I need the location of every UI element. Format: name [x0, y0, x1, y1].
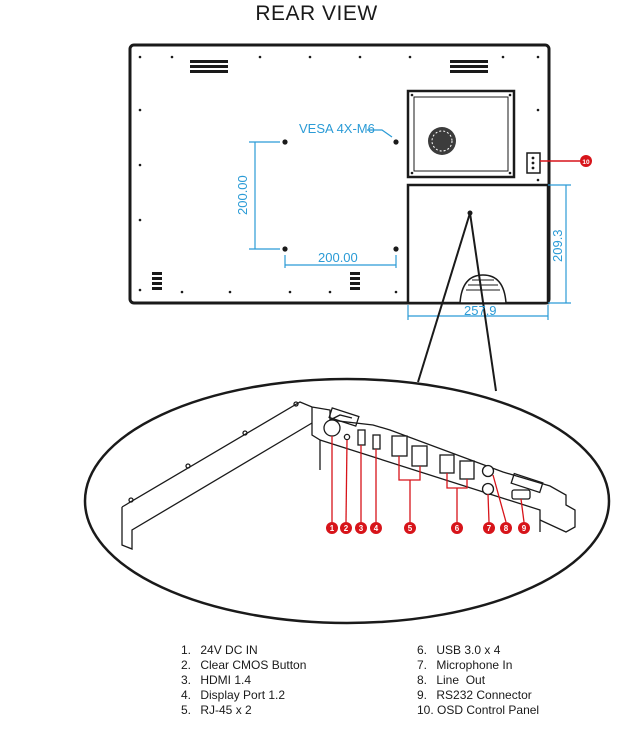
dim-horizontal-bottom: 200.00 — [318, 250, 358, 265]
callout-marker-9 — [518, 522, 530, 534]
rj45-port-1 — [391, 435, 408, 457]
displayport-port — [372, 434, 381, 450]
fan-module — [406, 89, 516, 179]
callout-marker-6 — [451, 522, 463, 534]
legend-item: 4. Display Port 1.2 — [181, 688, 286, 702]
callout-number-2: 2 — [344, 524, 349, 533]
callout-marker-3 — [355, 522, 367, 534]
io-panel — [406, 183, 550, 305]
callout-number-6: 6 — [455, 524, 460, 533]
line-out-port — [481, 482, 495, 496]
legend-right: 6. USB 3.0 x 4 7. Microphone In 8. Line … — [417, 643, 539, 718]
rs232-connector — [511, 489, 531, 500]
top-right-vent — [450, 60, 488, 73]
callout-number-9: 9 — [522, 524, 527, 533]
zoom-ellipse — [83, 377, 611, 625]
legend-item: 7. Microphone In — [417, 658, 513, 672]
rj45-port-2 — [411, 445, 428, 467]
callout-marker-10 — [580, 155, 592, 167]
callout-marker-4 — [370, 522, 382, 534]
callout-number-10: 10 — [582, 159, 590, 166]
legend-item: 2. Clear CMOS Button — [181, 658, 307, 672]
io-ports — [323, 419, 531, 500]
legend-item: 10. OSD Control Panel — [417, 703, 540, 717]
callout-leaders — [331, 436, 525, 523]
legend-item: 1. 24V DC IN — [181, 643, 258, 657]
vesa-leader — [367, 129, 393, 138]
legend-item: 3. HDMI 1.4 — [181, 673, 252, 687]
mic-in-port — [481, 464, 495, 478]
vesa-label: VESA 4X-M6 — [299, 121, 375, 136]
dimension-lines — [249, 141, 571, 320]
legend-item: 9. RS232 Connector — [417, 688, 532, 702]
zoom-connector — [417, 212, 497, 392]
dim-vertical-left: 200.00 — [235, 175, 250, 215]
legend-item: 8. Line Out — [417, 673, 486, 687]
callout-number-4: 4 — [374, 524, 379, 533]
page-title: REAR VIEW — [255, 2, 378, 25]
callout-number-1: 1 — [330, 524, 335, 533]
io-bracket-detail — [121, 401, 576, 550]
callout-marker-5 — [404, 522, 416, 534]
dim-io-height: 209.3 — [550, 229, 565, 262]
clear-cmos-button — [343, 433, 351, 441]
callout-number-8: 8 — [504, 524, 509, 533]
callout-number-5: 5 — [408, 524, 413, 533]
top-left-vent — [190, 60, 228, 73]
legend-left: 1. 24V DC IN 2. Clear CMOS Button 3. HDM… — [181, 643, 306, 718]
callout-marker-8 — [500, 522, 512, 534]
dc-in-port — [323, 419, 341, 437]
legend-item: 5. RJ-45 x 2 — [181, 703, 252, 717]
usb-port-1 — [439, 454, 455, 474]
callout-marker-7 — [483, 522, 495, 534]
callout-number-3: 3 — [359, 524, 364, 533]
callout-number-7: 7 — [487, 524, 492, 533]
callout-marker-1 — [326, 522, 338, 534]
dim-io-width: 257.9 — [464, 303, 497, 318]
usb-port-2 — [459, 460, 475, 480]
bottom-middle-vent — [350, 272, 360, 290]
hdmi-port — [357, 429, 366, 446]
bottom-left-vent — [152, 272, 162, 290]
perimeter-screws — [138, 55, 540, 294]
vesa-holes — [282, 139, 399, 252]
callout-marker-2 — [340, 522, 352, 534]
legend-item: 6. USB 3.0 x 4 — [417, 643, 501, 657]
